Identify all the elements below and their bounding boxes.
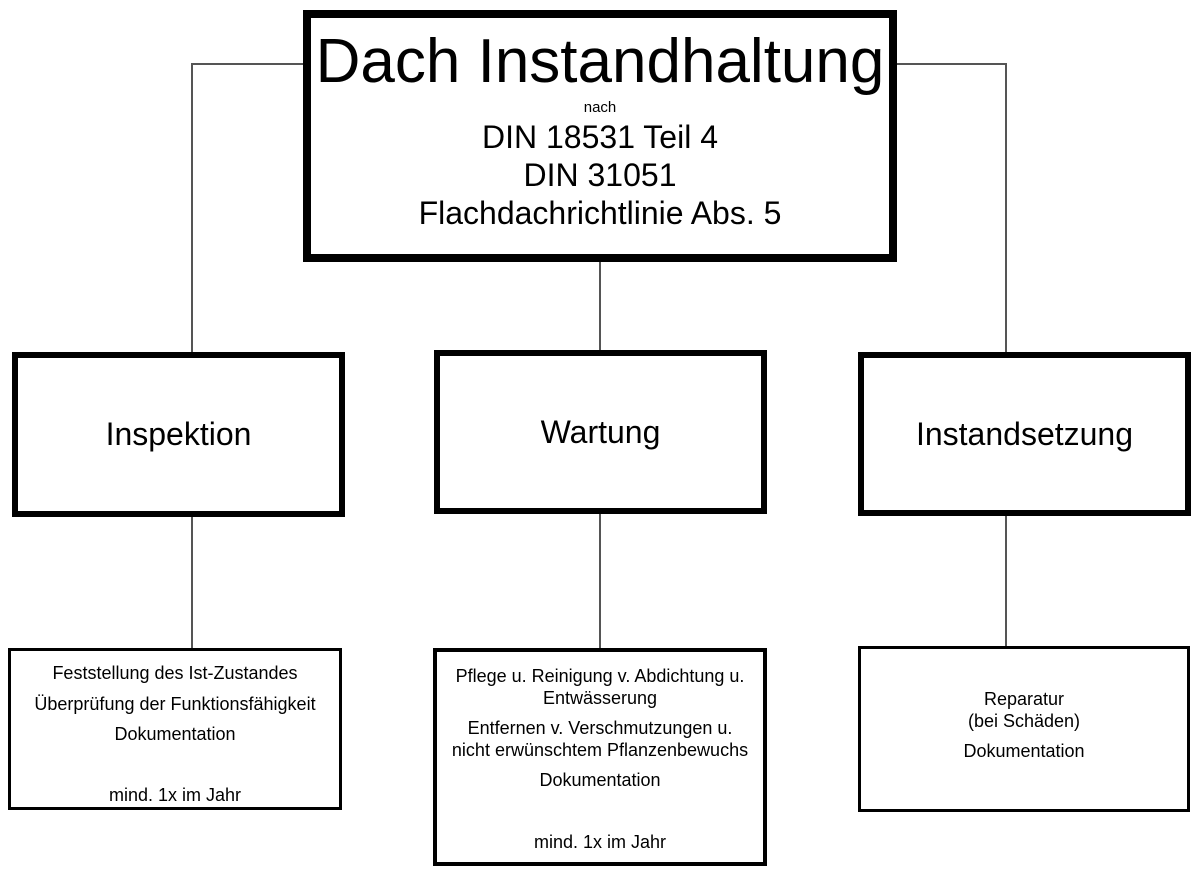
details-box-wartung: Pflege u. Reinigung v. Abdichtung u. Ent… <box>433 648 767 866</box>
connector-root-to-inspektion-vertical <box>191 63 193 352</box>
wartung-detail-line: mind. 1x im Jahr <box>533 831 667 852</box>
connector-root-to-instandsetzung-horizontal <box>897 63 1007 65</box>
instandsetzung-detail-line: Dokumentation <box>963 741 1085 762</box>
connector-root-to-wartung-vertical <box>599 262 601 350</box>
root-title: Dach Instandhaltung <box>315 27 885 96</box>
wartung-detail-line: Entfernen v. Verschmutzungen u. nicht er… <box>451 718 749 760</box>
branch-box-instandsetzung: Instandsetzung <box>858 352 1191 516</box>
branch-label-wartung: Wartung <box>540 413 661 450</box>
branch-box-wartung: Wartung <box>434 350 767 514</box>
wartung-detail-spacer <box>443 801 757 823</box>
connector-instandsetzung-to-details <box>1005 516 1007 646</box>
inspektion-detail-line: Überprüfung der Funktionsfähigkeit <box>34 693 316 714</box>
details-box-inspektion: Feststellung des Ist-Zustandes Überprüfu… <box>8 648 342 810</box>
branch-box-inspektion: Inspektion <box>12 352 345 517</box>
connector-root-to-inspektion-horizontal <box>191 63 303 65</box>
inspektion-detail-spacer <box>17 755 333 777</box>
wartung-detail-line: Dokumentation <box>539 770 661 791</box>
details-box-instandsetzung: Reparatur (bei Schäden) Dokumentation <box>858 646 1190 812</box>
instandsetzung-detail-line: Reparatur (bei Schäden) <box>967 689 1081 731</box>
standard-din-31051: DIN 31051 <box>523 157 677 194</box>
connector-inspektion-to-details <box>191 517 193 648</box>
inspektion-detail-line: Feststellung des Ist-Zustandes <box>52 663 298 683</box>
connector-root-to-instandsetzung-vertical <box>1005 63 1007 352</box>
wartung-detail-line: Pflege u. Reinigung v. Abdichtung u. Ent… <box>455 666 745 708</box>
standard-flachdachrichtlinie: Flachdachrichtlinie Abs. 5 <box>418 195 782 232</box>
branch-label-inspektion: Inspektion <box>105 416 252 452</box>
root-box: Dach Instandhaltung nach DIN 18531 Teil … <box>303 10 897 262</box>
root-subtitle: nach <box>583 99 617 117</box>
standard-din-18531: DIN 18531 Teil 4 <box>482 118 718 155</box>
branch-label-instandsetzung: Instandsetzung <box>915 415 1134 452</box>
connector-wartung-to-details <box>599 513 601 648</box>
inspektion-detail-line: Dokumentation <box>114 724 236 745</box>
inspektion-detail-line: mind. 1x im Jahr <box>108 785 242 806</box>
